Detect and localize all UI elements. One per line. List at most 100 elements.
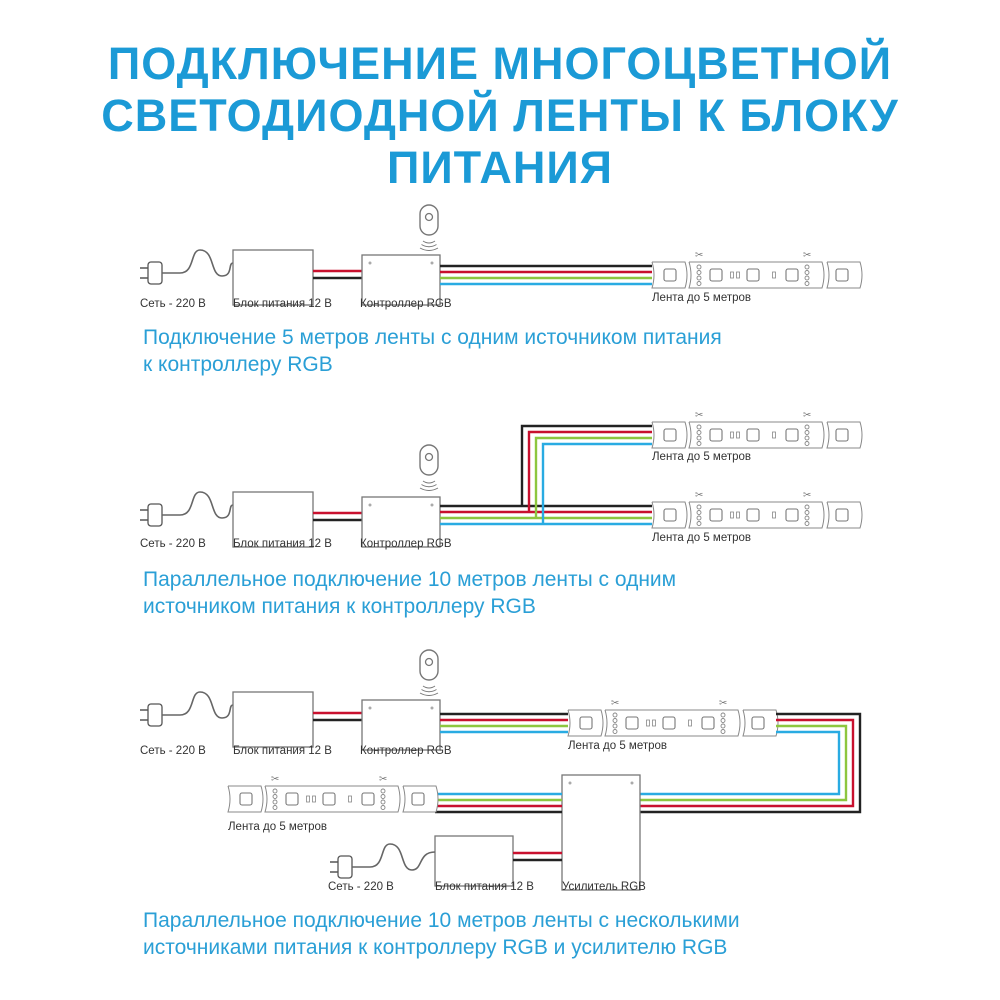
loop-wire bbox=[640, 718, 855, 808]
loop-wire bbox=[640, 724, 848, 802]
psu-label: Блок питания 12 В bbox=[233, 745, 332, 757]
rgb-controller-box bbox=[361, 699, 441, 751]
led-chip bbox=[663, 268, 677, 282]
resistor bbox=[688, 719, 692, 727]
solder-pad bbox=[696, 264, 702, 270]
scissors-icon: ✂ bbox=[611, 698, 619, 709]
solder-pad bbox=[612, 718, 618, 723]
signal-wave bbox=[421, 244, 437, 248]
led-chip bbox=[746, 268, 760, 282]
led-chip bbox=[625, 716, 639, 730]
rgb-controller-box-body bbox=[361, 699, 441, 751]
led-chip bbox=[709, 428, 723, 442]
solder-pad bbox=[272, 805, 278, 810]
loop-wire bbox=[640, 730, 841, 796]
signal-wave bbox=[422, 685, 436, 689]
mains-label: Сеть - 220 В bbox=[328, 881, 394, 893]
caption-2-line-1: Параллельное подключение 10 метров ленты… bbox=[143, 568, 677, 591]
plug-body bbox=[337, 855, 353, 879]
led-chip bbox=[709, 268, 723, 282]
screw bbox=[430, 503, 434, 507]
resistor bbox=[730, 431, 734, 439]
led-chip bbox=[361, 792, 375, 806]
led-chip bbox=[663, 428, 677, 442]
power-cord bbox=[162, 491, 234, 519]
resistor bbox=[736, 511, 740, 519]
scissors-icon: ✂ bbox=[803, 410, 811, 421]
remote-button bbox=[424, 452, 434, 462]
branch-wire bbox=[534, 436, 652, 518]
solder-pad bbox=[804, 270, 810, 275]
remote-button bbox=[424, 657, 434, 667]
led-chip bbox=[751, 716, 765, 730]
power-cord bbox=[162, 691, 234, 719]
screw bbox=[368, 261, 372, 265]
led-chip bbox=[746, 508, 760, 522]
rgb-controller-box-body bbox=[361, 496, 441, 548]
power-supply-box-body bbox=[232, 491, 314, 548]
strip-label: Лента до 5 метров bbox=[652, 451, 752, 463]
strip-label: Лента до 5 метров bbox=[228, 821, 328, 833]
resistor bbox=[312, 795, 316, 803]
rgb-controller-box-body bbox=[361, 254, 441, 306]
power-supply-box bbox=[232, 249, 314, 306]
led-chip bbox=[835, 268, 849, 282]
power-plug-icon bbox=[140, 491, 234, 527]
solder-pad bbox=[612, 712, 618, 718]
power-supply-box bbox=[232, 691, 314, 748]
resistor bbox=[348, 795, 352, 803]
resistor bbox=[730, 511, 734, 519]
solder-pad bbox=[696, 424, 702, 430]
solder-pad bbox=[380, 788, 386, 794]
caption-1-line-1: Подключение 5 метров ленты с одним источ… bbox=[143, 326, 722, 349]
signal-wave bbox=[419, 487, 439, 491]
solder-pad bbox=[720, 723, 726, 729]
scissors-icon: ✂ bbox=[719, 698, 727, 709]
solder-pad bbox=[696, 435, 702, 441]
led-chip bbox=[746, 428, 760, 442]
resistor bbox=[772, 271, 776, 279]
solder-pad bbox=[696, 281, 702, 286]
led-chip bbox=[701, 716, 715, 730]
led-strip: ✂✂ bbox=[227, 774, 439, 813]
power-cord bbox=[162, 249, 234, 277]
remote-button bbox=[424, 212, 434, 222]
signal-wave bbox=[422, 240, 436, 244]
resistor bbox=[730, 271, 734, 279]
remote-control-icon bbox=[419, 444, 439, 491]
power-supply-box-body bbox=[232, 691, 314, 748]
plug-body bbox=[147, 703, 163, 727]
resistor bbox=[306, 795, 310, 803]
signal-wave bbox=[422, 480, 436, 484]
solder-pad bbox=[612, 723, 618, 729]
signal-wave bbox=[419, 692, 439, 696]
led-strip: ✂✂ bbox=[651, 410, 863, 449]
led-chip bbox=[835, 508, 849, 522]
led-chip bbox=[709, 508, 723, 522]
rgb-amplifier-box-body bbox=[561, 774, 641, 891]
solder-pad bbox=[804, 264, 810, 270]
led-strip: ✂✂ bbox=[651, 250, 863, 289]
solder-pad bbox=[804, 275, 810, 281]
signal-wave bbox=[419, 247, 439, 251]
solder-pad bbox=[804, 510, 810, 515]
solder-pad bbox=[804, 515, 810, 521]
solder-pad bbox=[696, 504, 702, 510]
led-chip bbox=[662, 716, 676, 730]
power-cord bbox=[352, 843, 436, 871]
power-plug-icon bbox=[140, 691, 234, 727]
amplifier-label: Усилитель RGB bbox=[562, 881, 646, 893]
led-chip bbox=[663, 508, 677, 522]
page-title-line-2: СВЕТОДИОДНОЙ ЛЕНТЫ К БЛОКУ ПИТАНИЯ bbox=[101, 90, 899, 193]
scissors-icon: ✂ bbox=[803, 250, 811, 261]
led-chip bbox=[835, 428, 849, 442]
mains-label: Сеть - 220 В bbox=[140, 298, 206, 310]
led-chip bbox=[285, 792, 299, 806]
solder-pad bbox=[696, 521, 702, 526]
led-chip bbox=[785, 268, 799, 282]
psu-label: Блок питания 12 В bbox=[435, 881, 534, 893]
psu-label: Блок питания 12 В bbox=[233, 538, 332, 550]
resistor bbox=[772, 431, 776, 439]
screw bbox=[630, 781, 634, 785]
strip-label: Лента до 5 метров bbox=[568, 740, 668, 752]
